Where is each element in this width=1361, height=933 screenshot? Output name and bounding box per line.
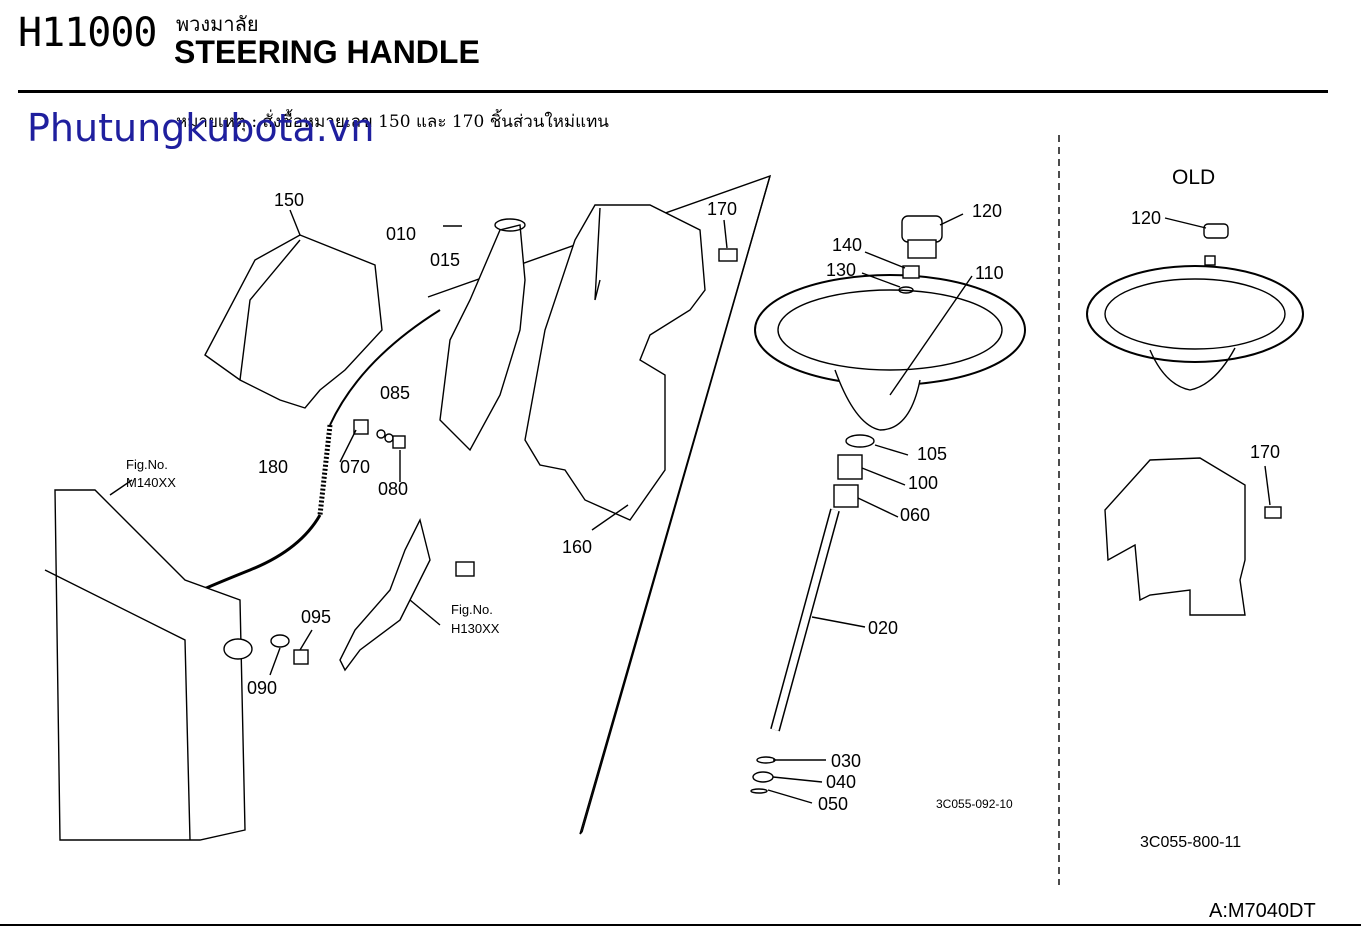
steering-wheel-110 — [754, 274, 1026, 386]
label-030: 030 — [831, 751, 861, 771]
label-105: 105 — [917, 444, 947, 464]
circlip-030 — [756, 756, 776, 764]
label-090: 090 — [247, 678, 277, 698]
label-old-120: 120 — [1131, 208, 1161, 228]
old-cap-120 — [1203, 223, 1229, 239]
machine-frame — [54, 489, 246, 841]
label-085: 085 — [380, 383, 410, 403]
bushing-100 — [837, 454, 863, 480]
label-150: 150 — [274, 190, 304, 210]
old-panel — [1104, 457, 1246, 616]
page-code: H11000 — [18, 10, 157, 56]
watermark-logo: Phutungkubota.vn — [27, 106, 375, 150]
header-rule — [18, 90, 1328, 93]
label-015: 015 — [430, 250, 460, 270]
label-040: 040 — [826, 772, 856, 792]
label-130: 130 — [826, 260, 856, 280]
old-bolt-170 — [1264, 506, 1282, 519]
bearing-060 — [833, 484, 859, 508]
old-steering-wheel — [1086, 265, 1304, 363]
cover-150 — [204, 234, 383, 409]
spring-180 — [317, 424, 333, 516]
nut-080 — [392, 435, 406, 449]
label-140: 140 — [832, 235, 862, 255]
universal-joint — [339, 517, 431, 672]
thai-title: พวงมาลัย — [176, 12, 259, 36]
nut-095 — [293, 649, 309, 665]
label-095: 095 — [301, 607, 331, 627]
label-160: 160 — [562, 537, 592, 557]
drawing-code-left: 3C055-092-10 — [936, 797, 1013, 811]
label-020: 020 — [868, 618, 898, 638]
washer-085 — [376, 429, 386, 439]
washer-130 — [898, 286, 914, 294]
label-070: 070 — [340, 457, 370, 477]
old-label: OLD — [1172, 166, 1216, 189]
footer-rule — [0, 924, 1361, 926]
label-180: 180 — [258, 457, 288, 477]
washer-090 — [270, 634, 290, 648]
label-110: 110 — [975, 263, 1004, 283]
column-bracket-010 — [439, 224, 526, 452]
page-title: STEERING HANDLE — [174, 34, 480, 70]
cap-120 — [901, 215, 943, 243]
fig-ref-m140-b: M140XX — [126, 475, 176, 490]
label-100: 100 — [908, 473, 938, 493]
label-080: 080 — [378, 479, 408, 499]
label-010: 010 — [386, 224, 416, 244]
fig-ref-h130-a: Fig.No. — [451, 602, 493, 617]
label-170: 170 — [707, 199, 737, 219]
fig-ref-h130-b: H130XX — [451, 621, 500, 636]
label-050: 050 — [818, 794, 848, 814]
panel-160 — [524, 204, 706, 521]
washer-105 — [845, 434, 875, 448]
note-text: หมายเหตุ : สั่งซื้อหมายเลข 150 และ 170 ช… — [176, 112, 609, 132]
bolt-070 — [353, 419, 369, 435]
model-code: A:M7040DT — [1209, 900, 1316, 922]
bolt-170 — [718, 248, 738, 262]
washer-040 — [752, 771, 774, 783]
label-old-170: 170 — [1250, 442, 1280, 462]
nut-140 — [902, 265, 920, 279]
label-060: 060 — [900, 505, 930, 525]
drawing-code-right: 3C055-800-11 — [1140, 834, 1242, 851]
fig-ref-m140-a: Fig.No. — [126, 457, 168, 472]
label-120: 120 — [972, 201, 1002, 221]
